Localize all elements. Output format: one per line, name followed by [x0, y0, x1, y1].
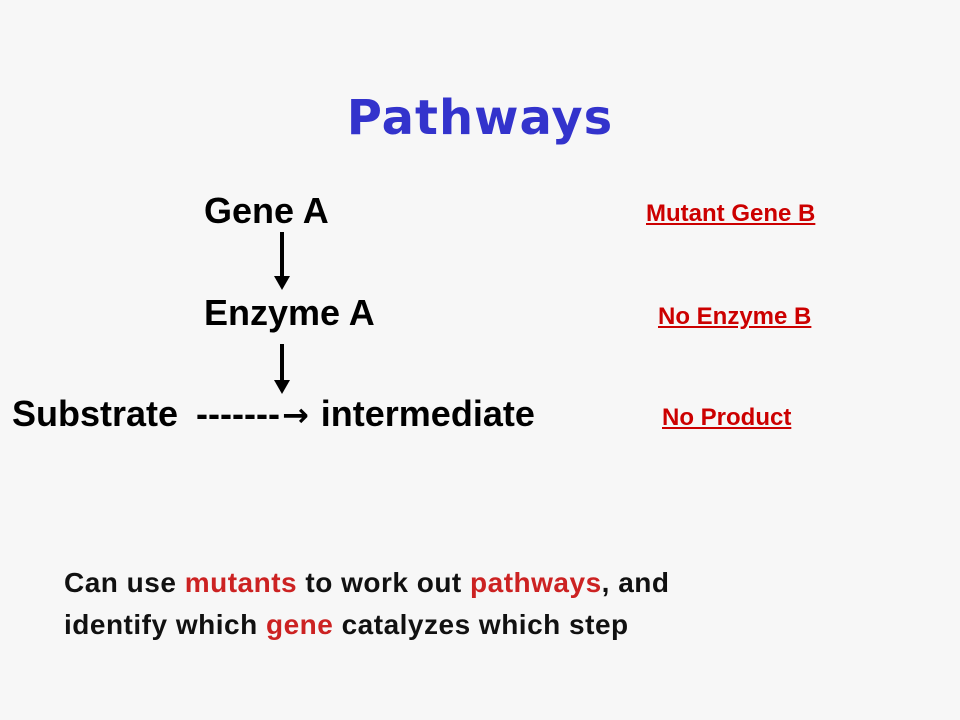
keyword-pathways: pathways [470, 567, 602, 598]
text-segment: catalyzes which step [333, 609, 629, 640]
substrate-label: Substrate [12, 393, 179, 434]
explanation-text: Can use mutants to work out pathways, an… [64, 562, 670, 646]
reaction-dashes: ------- [196, 393, 280, 434]
text-segment: Can use [64, 567, 185, 598]
mutant-gene-b-label: Mutant Gene B [646, 200, 816, 227]
arrow-head [274, 276, 290, 290]
enzyme-a-label: Enzyme A [204, 292, 375, 333]
text-segment: to work out [297, 567, 471, 598]
explanation-line-2: identify which gene catalyzes which step [64, 604, 670, 646]
reaction-row: Substrate -------→ intermediate [12, 394, 535, 435]
down-arrow-enzyme-to-reaction [274, 344, 290, 394]
no-product-label: No Product [662, 404, 792, 431]
keyword-gene: gene [265, 609, 334, 640]
text-segment: , and [601, 567, 670, 598]
down-arrow-gene-to-enzyme [274, 232, 290, 290]
explanation-line-1: Can use mutants to work out pathways, an… [64, 562, 670, 604]
intermediate-label: intermediate [320, 393, 535, 434]
keyword-mutants: mutants [184, 567, 298, 598]
gene-a-label: Gene A [204, 190, 329, 231]
no-enzyme-b-label: No Enzyme B [658, 303, 812, 330]
right-arrow-icon: → [281, 396, 309, 434]
slide-title: Pathways [346, 90, 614, 146]
arrow-head [274, 380, 290, 394]
text-segment: identify which [64, 609, 266, 640]
